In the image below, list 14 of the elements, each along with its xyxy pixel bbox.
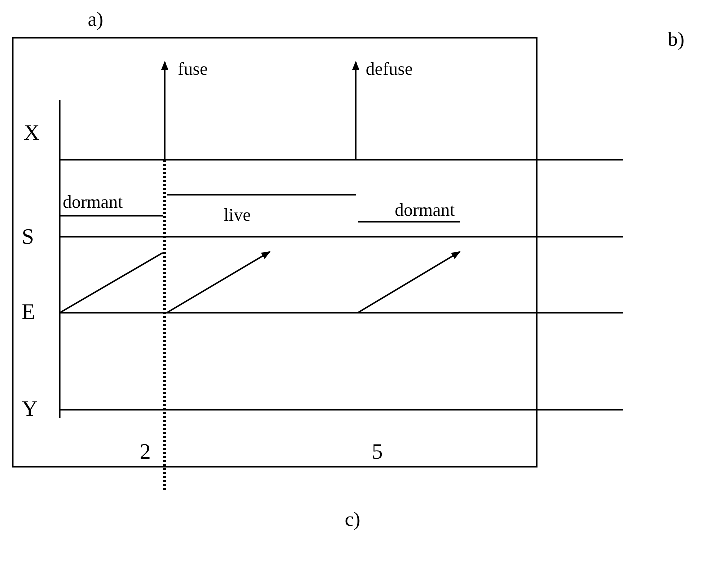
event-label: defuse	[366, 60, 413, 78]
panel-letter: a)	[88, 10, 104, 30]
event-label: fuse	[178, 60, 208, 78]
signal-label: S	[22, 226, 34, 248]
panel-letter: b)	[668, 30, 685, 50]
tick-label: 5	[372, 441, 383, 463]
signal-label: X	[24, 122, 40, 144]
panel-letter: c)	[345, 510, 361, 530]
signal-label: Y	[22, 398, 38, 420]
state-label: dormant	[63, 193, 123, 211]
state-label: dormant	[395, 201, 455, 219]
signal-label: E	[22, 301, 36, 323]
tick-label: 2	[140, 441, 151, 463]
state-label: live	[224, 206, 251, 224]
